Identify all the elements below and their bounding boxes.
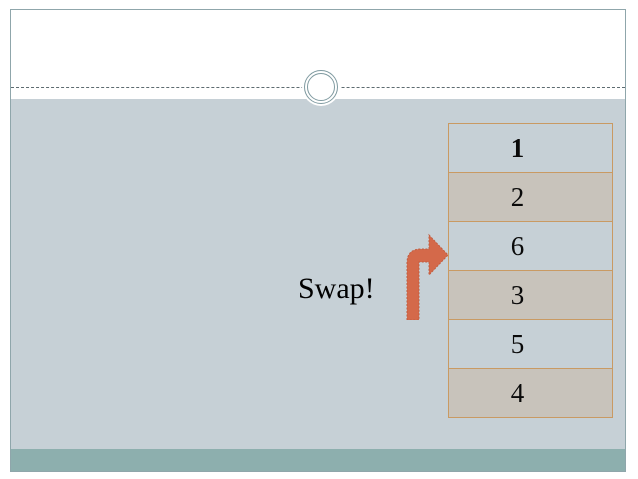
- array-cell: 5: [448, 319, 613, 369]
- array-cell: 2: [448, 172, 613, 222]
- table-row: 1: [448, 123, 613, 173]
- array-cell: 4: [448, 368, 613, 418]
- table-row: 2: [448, 172, 613, 222]
- circle-outer-ring: [304, 70, 338, 104]
- table-row: 4: [448, 368, 613, 418]
- table-row: 5: [448, 319, 613, 369]
- array-cell: 1: [448, 123, 613, 173]
- bent-arrow-shape: [406, 233, 449, 320]
- array-cell: 3: [448, 270, 613, 320]
- swap-label: Swap!: [298, 272, 375, 305]
- double-ring-circle-icon: [301, 67, 341, 107]
- bottom-accent-bar: [11, 449, 625, 471]
- bent-arrow-icon: [406, 233, 449, 320]
- table-row: 3: [448, 270, 613, 320]
- array-cell: 6: [448, 221, 613, 271]
- table-row: 6: [448, 221, 613, 271]
- circle-inner-ring: [307, 73, 335, 101]
